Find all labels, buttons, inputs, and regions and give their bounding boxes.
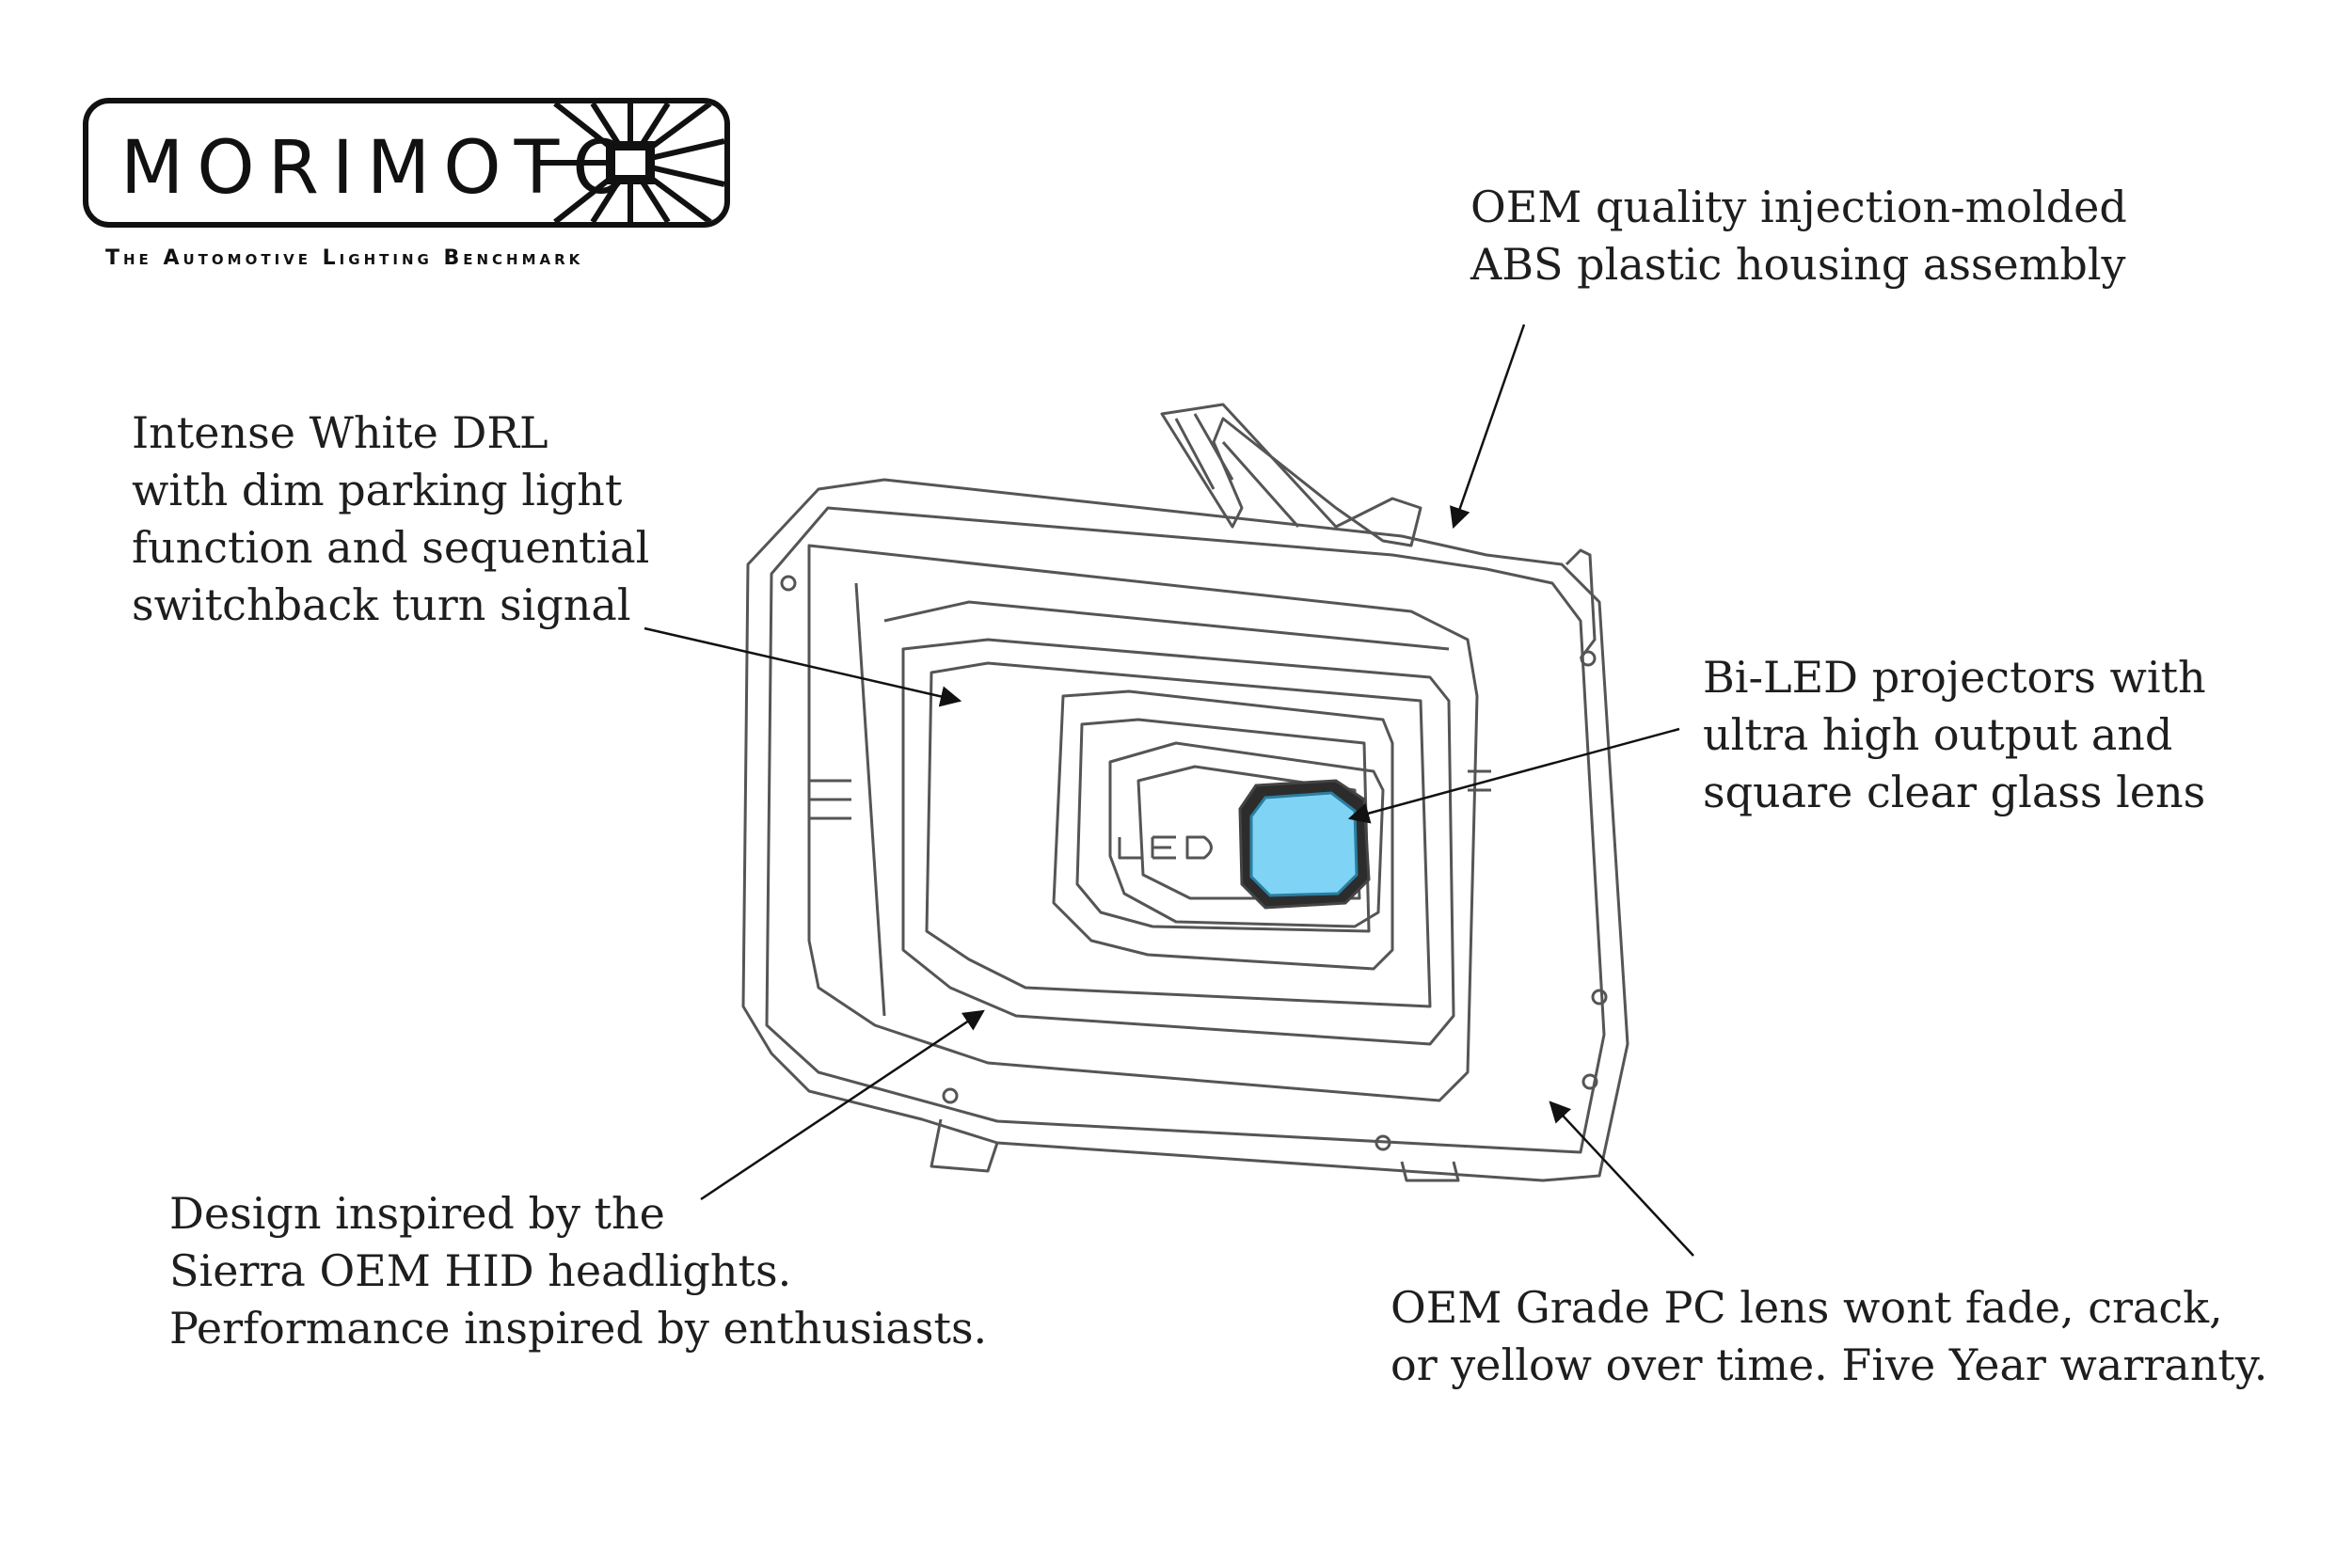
callout-drl: Intense White DRL with dim parking light… [132, 404, 649, 634]
callout-drl-line-3: function and sequential [132, 522, 650, 573]
callout-drl-line-2: with dim parking light [132, 465, 623, 515]
callout-housing-line-1: OEM quality injection-molded [1470, 182, 2127, 232]
morimoto-logo: MORIMOTO [83, 98, 730, 228]
logo-brand-text: MORIMOTO [120, 126, 644, 211]
callout-projector-line-1: Bi-LED projectors with [1703, 652, 2206, 703]
callout-design-line-1: Design inspired by the [169, 1188, 665, 1239]
projector-lens [1238, 779, 1371, 910]
logo-tagline: The Automotive Lighting Benchmark [105, 246, 584, 270]
callout-lens-line-1: OEM Grade PC lens wont fade, crack, [1391, 1282, 2223, 1333]
callout-projector-line-3: square clear glass lens [1703, 767, 2206, 817]
callout-lens-line-2: or yellow over time. Five Year warranty. [1391, 1339, 2268, 1390]
callout-design: Design inspired by the Sierra OEM HID he… [169, 1185, 987, 1357]
callout-lens: OEM Grade PC lens wont fade, crack, or y… [1391, 1279, 2267, 1394]
headlight-housing [741, 403, 1629, 1182]
callout-projector-line-2: ultra high output and [1703, 709, 2173, 760]
callout-drl-line-4: switchback turn signal [132, 579, 631, 630]
callout-design-line-2: Sierra OEM HID headlights. [169, 1245, 792, 1296]
leader-arrows [644, 324, 1694, 1257]
callout-drl-line-1: Intense White DRL [132, 407, 548, 458]
logo-sunburst-icon [536, 103, 724, 222]
callout-housing: OEM quality injection-molded ABS plastic… [1470, 179, 2127, 293]
callout-housing-line-2: ABS plastic housing assembly [1470, 239, 2126, 290]
callout-design-line-3: Performance inspired by enthusiasts. [169, 1303, 988, 1354]
callout-projector: Bi-LED projectors with ultra high output… [1703, 649, 2206, 821]
